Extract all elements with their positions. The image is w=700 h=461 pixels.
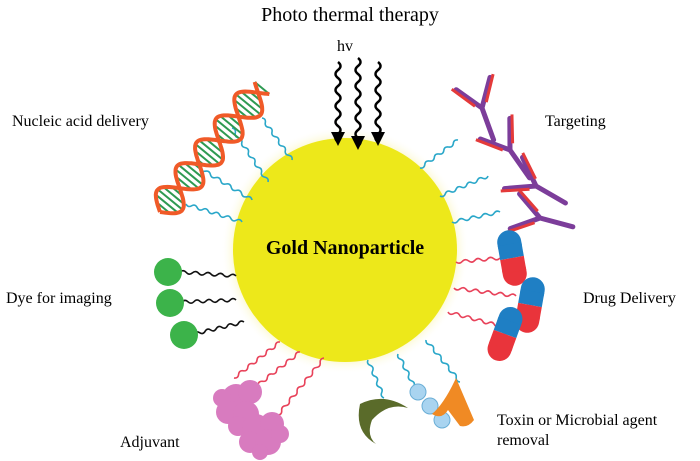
nanoparticle-label: Gold Nanoparticle bbox=[265, 237, 425, 259]
dna-rung bbox=[155, 193, 179, 214]
diagram-title: Photo thermal therapy bbox=[261, 4, 439, 26]
adjuvant-cloud-icon bbox=[213, 380, 289, 460]
drug-capsule-icon bbox=[487, 230, 545, 362]
dye-for-imaging-label: Dye for imaging bbox=[6, 290, 112, 307]
dna-rung bbox=[177, 164, 204, 186]
antibody-icon bbox=[450, 73, 576, 234]
dna-rung bbox=[198, 139, 224, 161]
dna-rung bbox=[157, 188, 184, 211]
toxin-cone-icon bbox=[432, 378, 474, 427]
dna-rung bbox=[240, 91, 263, 110]
dna-rung bbox=[215, 118, 241, 141]
nucleic-acid-delivery-label: Nucleic acid delivery bbox=[12, 113, 149, 130]
toxin-removal-label-line2: removal bbox=[497, 432, 550, 449]
crescent-icon bbox=[358, 398, 408, 444]
dna-rung bbox=[174, 168, 200, 190]
dna-rung bbox=[214, 124, 236, 143]
toxin-removal-label: Toxin or Microbial agent removal bbox=[497, 411, 657, 451]
dna-rung bbox=[194, 150, 214, 167]
adjuvant-label: Adjuvant bbox=[120, 434, 180, 451]
targeting-label: Targeting bbox=[545, 113, 606, 130]
dye-sphere-icon bbox=[154, 258, 198, 349]
dna-rung bbox=[162, 186, 185, 205]
dna-rung bbox=[184, 162, 204, 179]
toxin-removal-label-line1: Toxin or Microbial agent bbox=[497, 412, 658, 429]
light-symbol-label: hv bbox=[337, 38, 353, 55]
dna-helix-icon bbox=[153, 81, 270, 216]
drug-delivery-label: Drug Delivery bbox=[583, 290, 676, 307]
surface-linkers bbox=[179, 117, 517, 421]
gold-nanoparticle bbox=[233, 138, 457, 362]
dna-rung bbox=[205, 138, 224, 154]
wavy-light-arrow-icon bbox=[331, 57, 385, 150]
dna-rung bbox=[219, 115, 244, 136]
dna-rung bbox=[235, 93, 262, 116]
dna-rung bbox=[233, 99, 257, 119]
dna-rung bbox=[194, 143, 221, 165]
